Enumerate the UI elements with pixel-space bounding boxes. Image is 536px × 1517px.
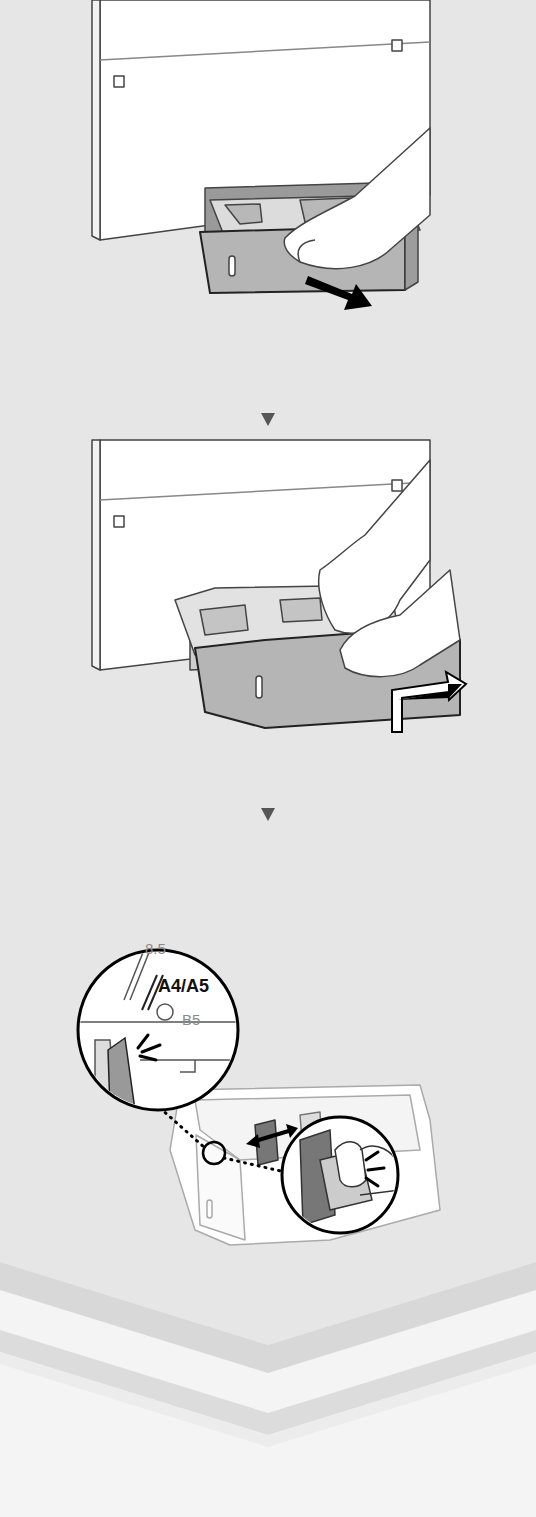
leader-dots (160, 1108, 285, 1172)
zoom-detail-size (78, 941, 240, 1110)
size-mark: B5 (182, 1012, 200, 1027)
step-triangle (261, 413, 275, 426)
background-panel (0, 0, 536, 1345)
step-triangle (261, 808, 275, 821)
pull-arrow (305, 276, 372, 310)
focus-ring (203, 1142, 225, 1164)
printer-step-2 (92, 440, 460, 728)
zoom-detail-lever (282, 1117, 400, 1233)
remove-arrow-head (398, 684, 462, 700)
size-mark: 8.5 (145, 941, 166, 956)
remove-arrow (392, 672, 466, 732)
paper-tray (170, 1085, 440, 1245)
chevron-band (0, 1352, 536, 1447)
printer-step-1 (92, 0, 430, 293)
size-mark: A4/A5 (158, 977, 209, 995)
